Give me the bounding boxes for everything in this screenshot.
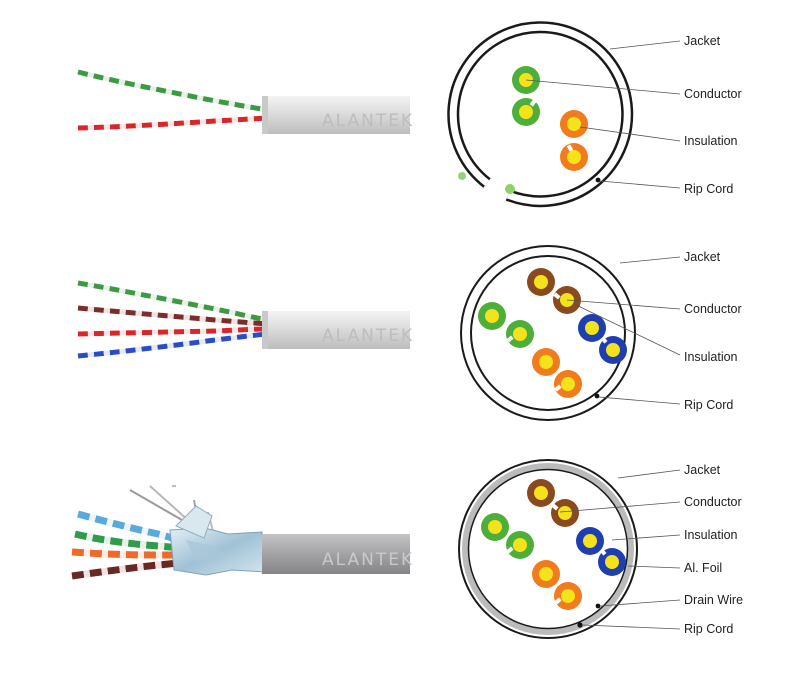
- twisted-pair-red: [77, 326, 269, 337]
- jacket-brand-text: ALANTEK: [322, 111, 414, 131]
- cable-jacket: [262, 96, 410, 134]
- jacket-ring: [458, 459, 638, 639]
- drain-wire-dot: [595, 603, 601, 609]
- cable-photo-four-pair-utp: ALANTEK: [77, 280, 414, 359]
- twisted-pair-blue: [77, 331, 269, 359]
- wire-brown: [527, 479, 555, 507]
- drain-stub: [505, 184, 515, 194]
- wire-orange: [532, 348, 560, 376]
- wire-orange-white: [554, 370, 582, 398]
- wire-orange-white: [554, 582, 582, 610]
- jacket-brand-text: ALANTEK: [322, 550, 414, 570]
- label-jacket: Jacket: [684, 250, 721, 264]
- wire-orange: [532, 560, 560, 588]
- wire-blue: [576, 527, 604, 555]
- wire-orange-white: [560, 143, 588, 171]
- label-conductor: Conductor: [684, 495, 742, 509]
- twisted-pair-orange: [71, 548, 186, 559]
- rip-cord-dot: [595, 177, 601, 183]
- wire-orange: [560, 110, 588, 138]
- cross-section-four-pair-shielded: Jacket Conductor Insulation Al. Foil Dra…: [458, 459, 743, 639]
- twisted-pair-brown: [71, 558, 187, 580]
- cable-photo-two-pair: ALANTEK: [77, 69, 414, 134]
- wire-green-white: [506, 531, 534, 559]
- cable-jacket: [262, 534, 410, 574]
- label-drain-wire: Drain Wire: [684, 593, 743, 607]
- label-rip-cord: Rip Cord: [684, 182, 733, 196]
- wire-green-white: [506, 320, 534, 348]
- rip-cord-dot: [594, 393, 600, 399]
- label-rip-cord: Rip Cord: [684, 622, 733, 636]
- cross-section-four-pair-utp: Jacket Conductor Insulation Rip Cord: [460, 245, 742, 421]
- label-insulation: Insulation: [684, 134, 738, 148]
- cable-jacket: [262, 311, 410, 349]
- label-insulation: Insulation: [684, 528, 738, 542]
- label-al-foil: Al. Foil: [684, 561, 722, 575]
- wire-blue-white: [599, 336, 627, 364]
- twisted-pair-brown: [77, 305, 269, 327]
- twisted-pair-red: [77, 115, 269, 131]
- wire-brown-white: [551, 499, 579, 527]
- label-conductor: Conductor: [684, 302, 742, 316]
- label-jacket: Jacket: [684, 463, 721, 477]
- wire-blue: [578, 314, 606, 342]
- wire-green: [481, 513, 509, 541]
- label-rip-cord: Rip Cord: [684, 398, 733, 412]
- rip-cord-dot: [577, 622, 583, 628]
- wire-blue-white: [598, 548, 626, 576]
- wire-brown: [527, 268, 555, 296]
- wire-green-white: [512, 98, 540, 126]
- label-jacket: Jacket: [684, 34, 721, 48]
- cable-photo-four-pair-shielded: ALANTEK: [71, 485, 414, 580]
- foil-ring: [462, 463, 634, 635]
- wire-green: [478, 302, 506, 330]
- jacket-brand-text: ALANTEK: [322, 326, 414, 346]
- label-conductor: Conductor: [684, 87, 742, 101]
- twisted-pair-green: [77, 69, 269, 113]
- label-insulation: Insulation: [684, 350, 738, 364]
- cross-section-two-pair: Jacket Conductor Insulation Rip Cord: [447, 21, 742, 208]
- twisted-pair-green: [77, 280, 269, 323]
